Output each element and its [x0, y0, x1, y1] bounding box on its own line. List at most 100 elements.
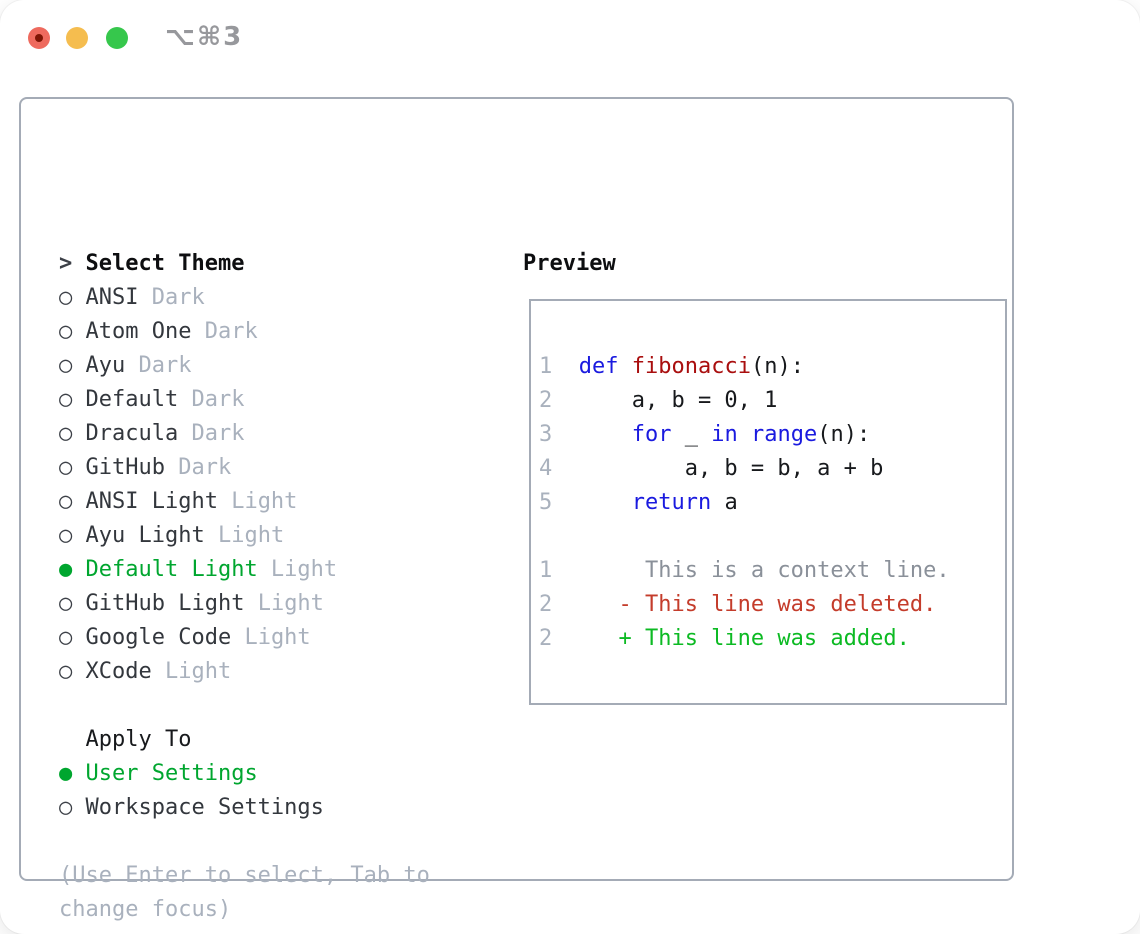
radio-unselected-icon: ○	[59, 659, 73, 684]
theme-option-label: Google Code	[85, 625, 232, 650]
theme-option-google-code[interactable]: ○ Google Code Light	[59, 621, 430, 655]
theme-variant-label: Dark	[191, 319, 258, 344]
code-line: 2 + This line was added.	[539, 622, 1005, 656]
radio-unselected-icon: ○	[59, 285, 73, 310]
theme-option-label: Dracula	[85, 421, 179, 446]
theme-option-ansi-light[interactable]: ○ ANSI Light Light	[59, 485, 430, 519]
radio-unselected-icon: ○	[59, 421, 73, 446]
window-title: ⌥⌘3	[165, 22, 244, 52]
apply-to-list: ● User Settings○ Workspace Settings	[59, 757, 430, 825]
hint-line-2: change focus)	[59, 897, 232, 922]
code-token-pl: a	[711, 490, 738, 515]
theme-option-label: GitHub	[85, 455, 165, 480]
blank-line	[59, 689, 430, 723]
preview-title: Preview	[523, 251, 616, 276]
radio-unselected-icon: ○	[59, 489, 73, 514]
theme-option-label: Atom One	[85, 319, 192, 344]
radio-unselected-icon: ○	[59, 591, 73, 616]
theme-option-ansi[interactable]: ○ ANSI Dark	[59, 281, 430, 315]
theme-variant-label: Light	[151, 659, 232, 684]
line-number: 1	[539, 558, 553, 583]
line-number: 1	[539, 354, 553, 379]
code-token-kw: in	[711, 422, 738, 447]
code-token-kw: return	[631, 490, 712, 515]
theme-variant-label: Light	[257, 557, 338, 582]
line-number: 4	[539, 456, 553, 481]
radio-unselected-icon: ○	[59, 625, 73, 650]
theme-option-label: ANSI Light	[85, 489, 218, 514]
apply-option-workspace-settings[interactable]: ○ Workspace Settings	[59, 791, 430, 825]
theme-option-label: Default Light	[85, 557, 258, 582]
prompt-caret-icon: >	[59, 251, 73, 276]
line-number: 2	[539, 388, 553, 413]
theme-option-atom-one[interactable]: ○ Atom One Dark	[59, 315, 430, 349]
theme-option-xcode[interactable]: ○ XCode Light	[59, 655, 430, 689]
theme-variant-label: Light	[217, 489, 298, 514]
theme-option-github[interactable]: ○ GitHub Dark	[59, 451, 430, 485]
code-token-pl	[618, 354, 631, 379]
code-token-fn: fibonacci	[631, 354, 751, 379]
theme-option-label: XCode	[85, 659, 152, 684]
line-number: 2	[539, 626, 553, 651]
theme-option-label: ANSI	[85, 285, 139, 310]
radio-unselected-icon: ○	[59, 455, 73, 480]
theme-option-label: Ayu	[85, 353, 126, 378]
code-token-pl: (n):	[750, 354, 804, 379]
code-token-add: + This line was added.	[578, 626, 910, 651]
code-token-pl	[579, 422, 632, 447]
code-token-kw: def	[578, 354, 619, 379]
theme-list: ○ ANSI Dark○ Atom One Dark○ Ayu Dark○ De…	[59, 281, 430, 689]
theme-variant-label: Light	[204, 523, 285, 548]
apply-to-header-label: Apply To	[85, 727, 192, 752]
theme-option-dracula[interactable]: ○ Dracula Dark	[59, 417, 430, 451]
minimize-button[interactable]	[66, 27, 88, 49]
theme-variant-label: Dark	[178, 421, 245, 446]
theme-variant-label: Dark	[138, 285, 205, 310]
code-line	[539, 520, 1005, 554]
theme-option-ayu-light[interactable]: ○ Ayu Light Light	[59, 519, 430, 553]
select-theme-header-label: Select Theme	[85, 251, 245, 276]
code-line: 2 - This line was deleted.	[539, 588, 1005, 622]
code-line: 4 a, b = b, a + b	[539, 452, 1005, 486]
theme-option-default[interactable]: ○ Default Dark	[59, 383, 430, 417]
zoom-button[interactable]	[106, 27, 128, 49]
theme-variant-label: Dark	[125, 353, 192, 378]
code-line: 1 def fibonacci(n):	[539, 350, 1005, 384]
theme-option-default-light[interactable]: ● Default Light Light	[59, 553, 430, 587]
apply-option-user-settings[interactable]: ● User Settings	[59, 757, 430, 791]
theme-variant-label: Light	[231, 625, 311, 650]
theme-option-ayu[interactable]: ○ Ayu Dark	[59, 349, 430, 383]
radio-selected-icon: ●	[59, 761, 73, 786]
code-token-pl: (n):	[817, 422, 871, 447]
radio-selected-icon: ●	[59, 557, 73, 582]
hint-line-1: (Use Enter to select, Tab to	[59, 863, 430, 888]
code-line: 3 for _ in range(n):	[539, 418, 1005, 452]
theme-variant-label: Dark	[178, 387, 245, 412]
code-token-pl	[738, 422, 751, 447]
code-token-pl: a, b = 0, 1	[578, 388, 778, 413]
theme-variant-label: Dark	[164, 455, 232, 480]
apply-option-label: User Settings	[85, 761, 258, 786]
close-button[interactable]	[28, 27, 50, 49]
code-token-pl: _	[671, 422, 712, 447]
code-token-pl: a, b = b, a + b	[578, 456, 884, 481]
theme-selector-panel: > Select Theme ○ ANSI Dark○ Atom One Dar…	[19, 97, 1014, 922]
code-token-ctx: This is a context line.	[578, 558, 950, 583]
code-token-kw: for	[631, 422, 672, 447]
apply-option-label: Workspace Settings	[85, 795, 324, 820]
close-indicator-dot-icon	[35, 34, 43, 42]
theme-option-label: Default	[85, 387, 179, 412]
radio-unselected-icon: ○	[59, 795, 73, 820]
theme-variant-label: Light	[244, 591, 324, 616]
code-line: 5 return a	[539, 486, 1005, 520]
theme-option-label: GitHub Light	[85, 591, 245, 616]
theme-option-label: Ayu Light	[85, 523, 205, 548]
code-token-del: - This line was deleted.	[578, 592, 937, 617]
radio-unselected-icon: ○	[59, 319, 73, 344]
theme-option-github-light[interactable]: ○ GitHub Light Light	[59, 587, 430, 621]
left-column: > Select Theme ○ ANSI Dark○ Atom One Dar…	[59, 247, 430, 927]
code-line: 1 This is a context line.	[539, 554, 1005, 588]
radio-unselected-icon: ○	[59, 387, 73, 412]
blank-line	[59, 825, 430, 859]
